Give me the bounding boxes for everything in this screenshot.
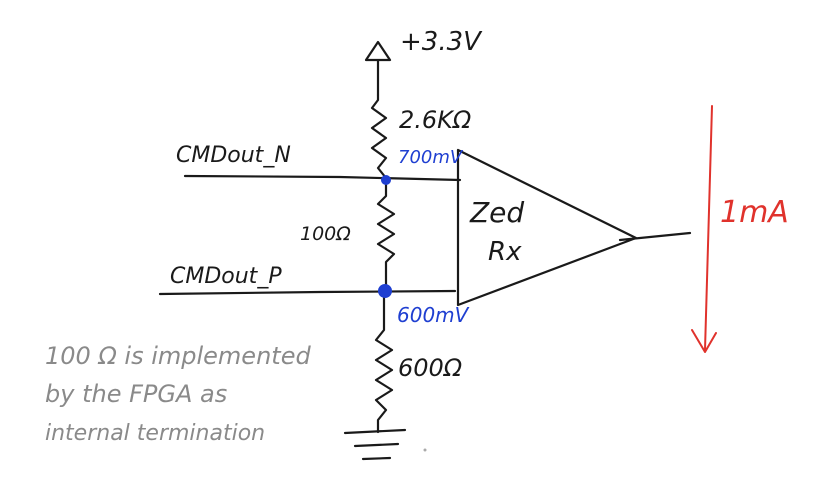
- supply-label: +3.3V: [400, 27, 483, 57]
- current-arrow: [691, 105, 717, 353]
- resistor-bottom: [374, 290, 394, 434]
- net-n-wire: [183, 174, 462, 182]
- net-p-wire: [158, 289, 457, 296]
- net-p-label: CMDout_P: [170, 264, 282, 289]
- supply-arrow-symbol: [364, 40, 392, 97]
- v-bottom-label: 600mV: [397, 303, 470, 327]
- junction-p: [378, 284, 392, 298]
- note-line-2: by the FPGA as: [45, 380, 227, 408]
- net-n-label: CMDout_N: [176, 143, 291, 168]
- current-label: 1mA: [720, 195, 789, 230]
- resistor-middle: [376, 178, 396, 292]
- receiver-label-line1: Zed: [469, 196, 524, 229]
- note-line-3: internal termination: [45, 421, 265, 446]
- junction-n: [381, 175, 391, 185]
- v-top-label: 700mV: [398, 147, 464, 168]
- note-line-1: 100 Ω is implemented: [45, 342, 311, 370]
- r-top-label: 2.6KΩ: [399, 106, 472, 134]
- r-mid-label: 100Ω: [300, 223, 351, 245]
- receiver-output-wire: [618, 231, 692, 242]
- stray-dot: [423, 448, 427, 452]
- ground-symbol: [343, 428, 407, 461]
- receiver-label-line2: Rx: [488, 237, 522, 267]
- resistor-top: [370, 93, 388, 180]
- r-bottom-label: 600Ω: [398, 354, 463, 382]
